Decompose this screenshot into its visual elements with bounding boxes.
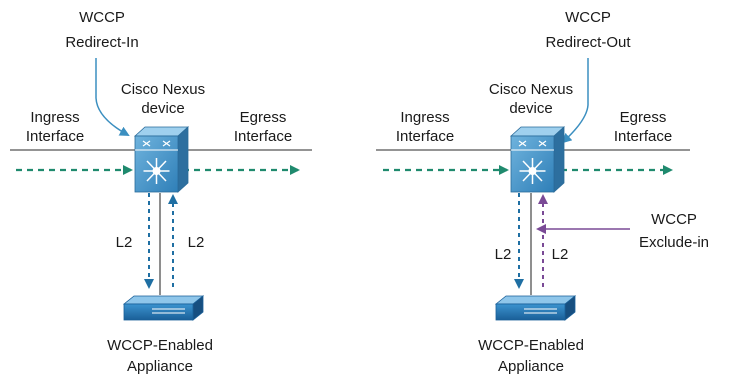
right-exclude-label-line1: WCCP [651,211,697,228]
right-wccp-appliance-icon [494,295,577,321]
left-device-label-line2: device [141,100,184,117]
right-nexus-device-icon [509,126,566,193]
right-ingress-label-line2: Interface [396,128,454,145]
right-ingress-label-line1: Ingress [400,109,449,126]
left-nexus-device-icon [133,126,190,193]
left-egress-label-line2: Interface [234,128,292,145]
right-egress-label-line1: Egress [620,109,667,126]
right-device-label-line2: device [509,100,552,117]
left-wccp-label-line1: WCCP [79,9,125,26]
right-l2-down-label: L2 [495,246,512,263]
right-wccp-label-line1: WCCP [565,9,611,26]
left-device-label-line1: Cisco Nexus [121,81,205,98]
right-egress-label-line2: Interface [614,128,672,145]
left-ingress-label-line2: Interface [26,128,84,145]
right-l2-up-label: L2 [552,246,569,263]
right-appliance-label-line2: Appliance [498,358,564,375]
left-wccp-pointer-arrow [95,58,130,136]
left-egress-label-line1: Egress [240,109,287,126]
left-wccp-label-line2: Redirect-In [65,34,138,51]
left-ingress-label-line1: Ingress [30,109,79,126]
left-appliance-label-line2: Appliance [127,358,193,375]
left-appliance-label-line1: WCCP-Enabled [107,337,213,354]
right-exclude-label-line2: Exclude-in [639,234,709,251]
left-panel: WCCP Redirect-In Cisco Nexus device Ingr… [10,9,312,375]
left-wccp-appliance-icon [122,295,205,321]
right-wccp-pointer-arrow [561,58,589,144]
right-panel: WCCP Redirect-Out Cisco Nexus device Ing… [376,9,709,375]
left-l2-down-label: L2 [116,234,133,251]
left-l2-up-label: L2 [188,234,205,251]
right-wccp-label-line2: Redirect-Out [545,34,631,51]
right-appliance-label-line1: WCCP-Enabled [478,337,584,354]
right-device-label-line1: Cisco Nexus [489,81,573,98]
